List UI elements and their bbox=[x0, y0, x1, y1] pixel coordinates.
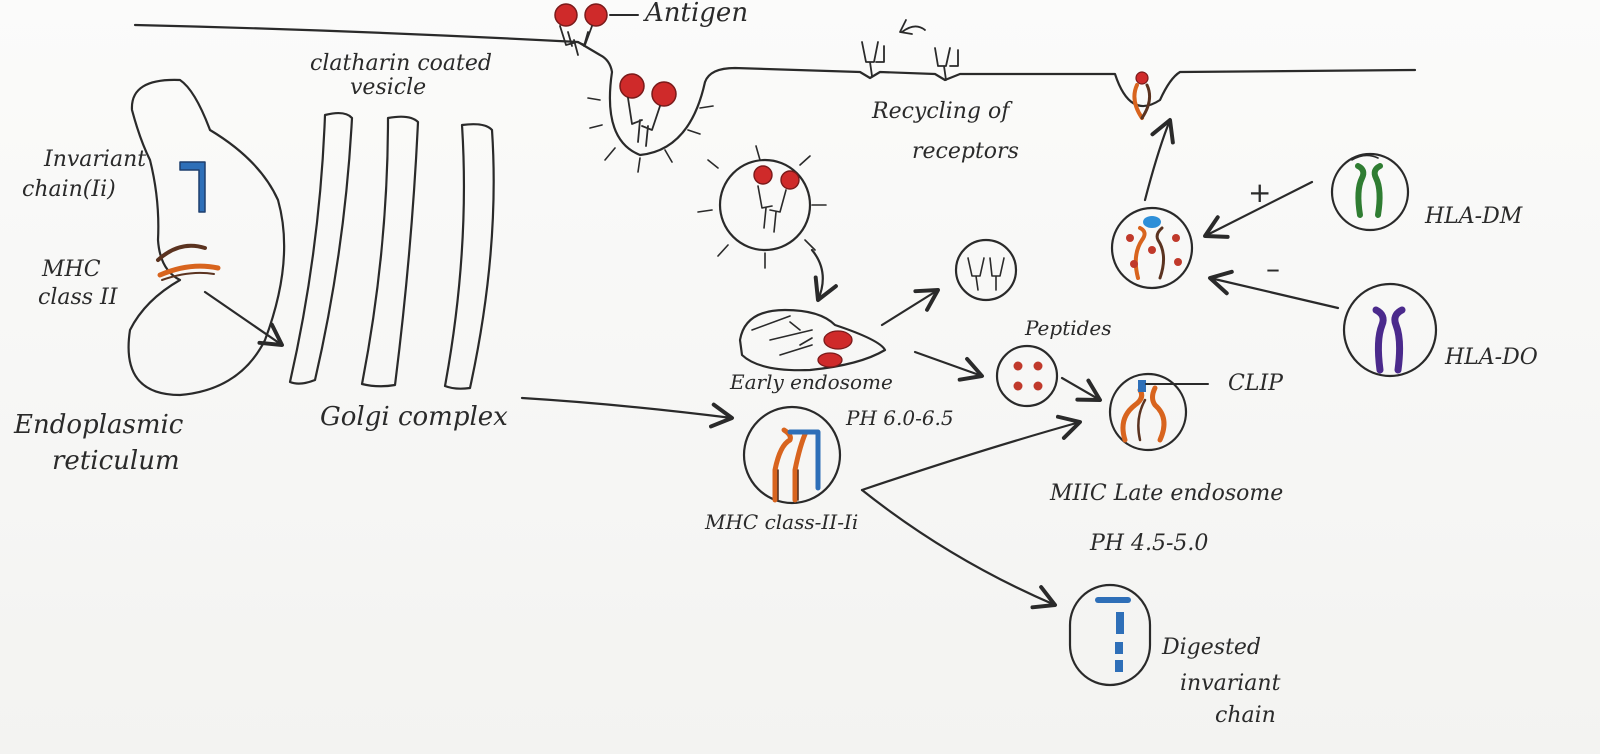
invariant-label-1: Invariant bbox=[44, 147, 147, 172]
early-endosome-label: Early endosome bbox=[730, 370, 893, 394]
cell-membrane bbox=[133, 23, 1417, 157]
minus-sign: – bbox=[1266, 252, 1280, 285]
er-label-2: reticulum bbox=[52, 446, 180, 476]
digested-invariant-chain bbox=[1068, 583, 1152, 687]
er-label-1: Endoplasmic bbox=[14, 410, 184, 440]
peptides-vesicle bbox=[995, 344, 1059, 408]
golgi-label: Golgi complex bbox=[320, 402, 508, 432]
endoplasmic-reticulum bbox=[127, 78, 286, 397]
early-endosome bbox=[738, 308, 887, 372]
miic-label-1: MIIC Late endosome bbox=[1050, 481, 1284, 506]
recycling-receptors bbox=[861, 19, 959, 81]
recycling-label-1: Recycling of bbox=[872, 99, 1010, 124]
antigen-label: Antigen bbox=[645, 0, 749, 28]
hla-do-arrow bbox=[1208, 269, 1340, 310]
digested-label-1: Digested bbox=[1162, 635, 1262, 660]
recycled-receptor-vesicle bbox=[954, 238, 1018, 302]
mhc-label-1: MHC bbox=[42, 257, 101, 282]
peptides-to-late-arrow bbox=[1060, 376, 1102, 402]
mhc-ii-ii-label: MHC class-II-Ii bbox=[705, 510, 859, 534]
hla-dm-vesicle bbox=[1330, 152, 1410, 232]
clip-label: CLIP bbox=[1228, 371, 1283, 396]
surface-antigen bbox=[554, 3, 639, 56]
plus-sign: + bbox=[1248, 176, 1272, 209]
hla-dm-arrow bbox=[1203, 180, 1314, 239]
golgi-to-mhc-arrow bbox=[520, 396, 734, 429]
miic-label-2: PH 4.5-5.0 bbox=[1090, 531, 1209, 556]
clathrin-label-2: vesicle bbox=[350, 75, 427, 100]
miic-late-endosome bbox=[1108, 372, 1209, 452]
mhc-to-digested-arrow bbox=[860, 488, 1057, 610]
mhc-class-ii-icon bbox=[156, 243, 221, 281]
digested-label-2: invariant bbox=[1180, 671, 1281, 696]
invariant-chain-icon bbox=[179, 161, 206, 213]
vesicle-to-endosome-arrow bbox=[810, 248, 838, 302]
golgi-complex bbox=[288, 111, 495, 390]
early-ph-label: PH 6.0-6.5 bbox=[846, 406, 954, 430]
recycling-label-2: receptors bbox=[912, 139, 1019, 164]
er-to-golgi-arrow bbox=[203, 290, 284, 347]
clathrin-pit bbox=[587, 73, 714, 173]
mhc-to-late-arrow bbox=[860, 414, 1082, 492]
mhc-ii-ii-vesicle bbox=[742, 405, 842, 505]
exocytosis-pit bbox=[1132, 71, 1152, 120]
clathrin-label-1: clatharin coated bbox=[310, 51, 492, 76]
endosome-to-peptides-arrow bbox=[913, 350, 984, 382]
mhc-label-2: class II bbox=[38, 285, 118, 310]
hla-dm-label: HLA-DM bbox=[1425, 204, 1523, 229]
hla-do-vesicle bbox=[1342, 282, 1438, 378]
invariant-label-2: chain(Ii) bbox=[22, 177, 116, 202]
hla-do-label: HLA-DO bbox=[1445, 345, 1538, 370]
endocytic-vesicle bbox=[697, 145, 827, 269]
digested-label-3: chain bbox=[1215, 703, 1276, 728]
peptides-label: Peptides bbox=[1025, 316, 1112, 340]
loaded-mhc-vesicle bbox=[1110, 206, 1194, 290]
recycling-up-arrow bbox=[1143, 118, 1175, 202]
endosome-to-receptor-arrow bbox=[880, 288, 940, 327]
